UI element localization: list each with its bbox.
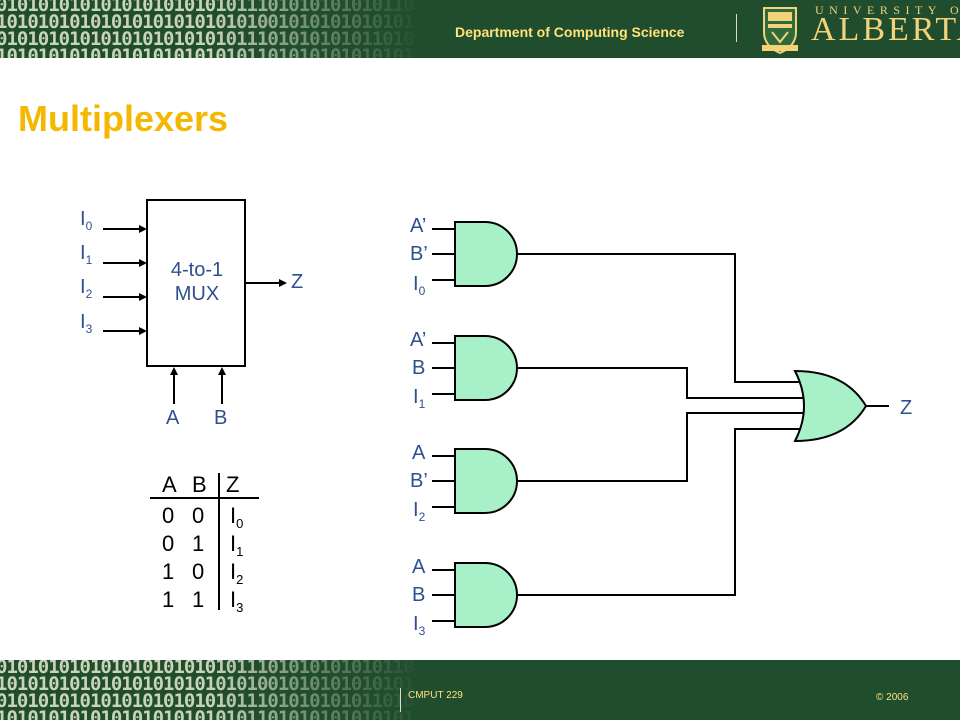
truth-table-cell: I2 bbox=[230, 559, 244, 587]
mux-output-label: Z bbox=[291, 271, 304, 293]
mux-select-label-b: B bbox=[214, 407, 228, 429]
university-crest-icon bbox=[762, 7, 798, 54]
copyright: © 2006 bbox=[876, 692, 909, 703]
university-wordmark-top: UNIVERSITY OF bbox=[815, 3, 960, 17]
truth-table-cell: 1 bbox=[162, 559, 175, 584]
truth-table-cell: 1 bbox=[192, 587, 205, 612]
university-wordmark: ALBERTA bbox=[811, 11, 960, 48]
and-gate-2 bbox=[454, 448, 518, 514]
truth-table-cell: I0 bbox=[230, 503, 244, 531]
department-name: Department of Computing Science bbox=[455, 24, 685, 40]
mux-input-label-0: I0 bbox=[80, 208, 93, 233]
mux-label: 4-to-1 MUX bbox=[170, 259, 224, 305]
truth-table-header: A bbox=[162, 472, 177, 497]
mux-input-label-2: I2 bbox=[80, 276, 93, 301]
truth-table-cell: 0 bbox=[162, 531, 175, 556]
truth-table-cell: 0 bbox=[162, 503, 175, 528]
and-gate-1 bbox=[454, 335, 518, 401]
truth-table-cell: 0 bbox=[192, 503, 205, 528]
gate-3-input-label: I3 bbox=[413, 613, 426, 638]
truth-table-header: B bbox=[192, 472, 207, 497]
truth-table-cell: I3 bbox=[230, 587, 244, 615]
and-gate-3 bbox=[454, 562, 518, 628]
gate-1-input-label: A’ bbox=[410, 329, 427, 351]
truth-table-cell: 1 bbox=[162, 587, 175, 612]
truth-table-cell: 0 bbox=[192, 559, 205, 584]
gate-0-input-label: I0 bbox=[413, 273, 426, 298]
truth-table-header: Z bbox=[226, 472, 240, 497]
mux-input-label-1: I1 bbox=[80, 242, 93, 267]
gate-0-input-label: B’ bbox=[410, 243, 428, 265]
gate-2-input-label: I2 bbox=[413, 499, 426, 524]
header-band: 0101010101010101010101011101010101010110… bbox=[0, 0, 960, 58]
header-divider bbox=[736, 14, 737, 42]
mux-output-arrow bbox=[245, 279, 287, 287]
and-to-or-wires bbox=[517, 253, 806, 596]
gate-2-input-label: A bbox=[412, 442, 426, 464]
or-output-label: Z bbox=[900, 397, 913, 419]
mux-select-arrows bbox=[170, 367, 226, 404]
truth-table-cell: 1 bbox=[192, 531, 205, 556]
gate-3-input-label: A bbox=[412, 556, 426, 578]
footer-band: 0101010101010101010101011101010101010110… bbox=[0, 660, 960, 720]
gate-3-input-label: B bbox=[412, 584, 426, 606]
course-code: CMPUT 229 bbox=[408, 690, 463, 701]
mux-block bbox=[146, 199, 246, 367]
gate-2-input-label: B’ bbox=[410, 470, 428, 492]
mux-input-arrows bbox=[103, 225, 147, 335]
slide-title: Multiplexers bbox=[18, 98, 229, 139]
gate-0-input-label: A’ bbox=[410, 215, 427, 237]
truth-table-cell: I1 bbox=[230, 531, 244, 559]
mux-input-label-3: I3 bbox=[80, 311, 93, 336]
or-gate bbox=[793, 369, 868, 443]
gate-1-input-label: B bbox=[412, 357, 426, 379]
mux-select-label-a: A bbox=[166, 407, 180, 429]
gate-1-input-label: I1 bbox=[413, 386, 426, 411]
footer-divider bbox=[400, 688, 401, 712]
and-gate-0 bbox=[454, 221, 518, 287]
and-gate-input-wires bbox=[432, 228, 455, 622]
